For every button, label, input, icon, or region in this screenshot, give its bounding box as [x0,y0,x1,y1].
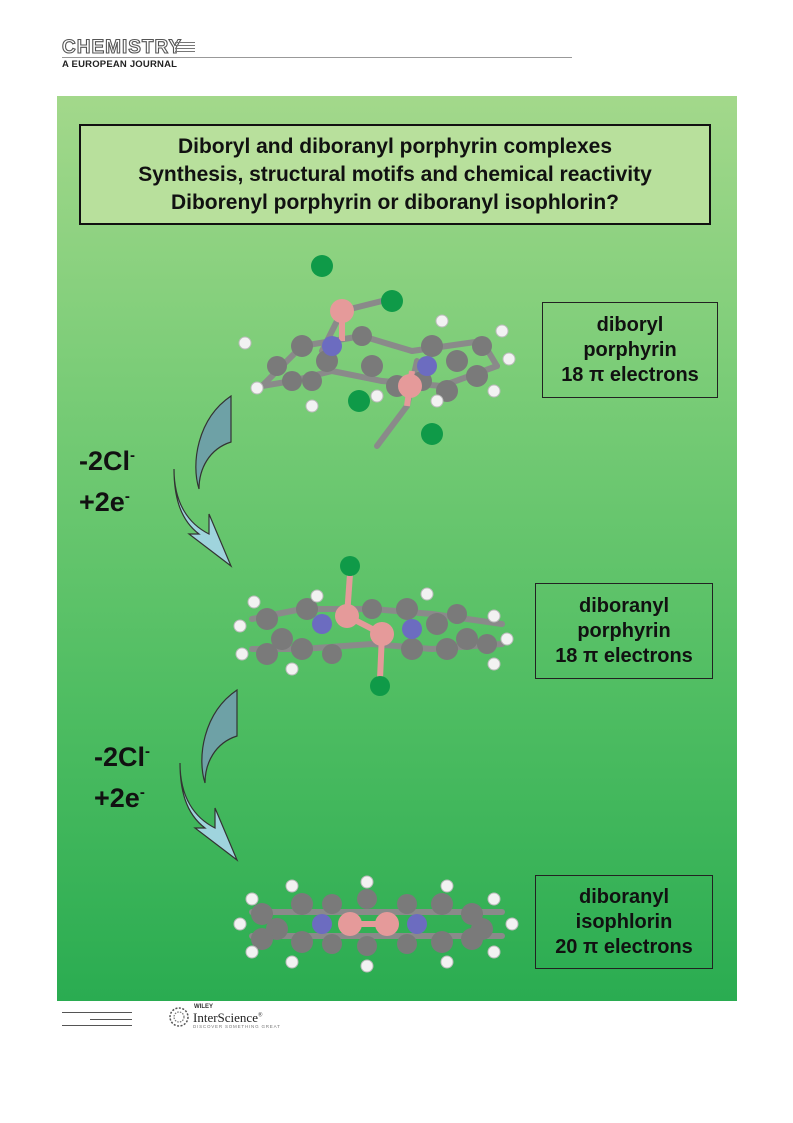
molecule-diboranyl-isophlorin [233,875,519,973]
logo-publisher-small: WILEY [194,1004,213,1010]
journal-title: CHEMISTRY [61,37,183,58]
figure-panel: Diboryl and diboranyl porphyrin complexe… [57,96,737,1001]
title-line-1: Diboryl and diboranyl porphyrin complexe… [177,134,613,158]
label-3-line-1: diboranyl [578,885,669,908]
journal-title-bars [175,42,195,54]
step-1-line-2: +2e- [79,487,130,517]
reaction-step-2: -2Cl- +2e- [94,734,150,816]
curved-arrow-2 [179,688,239,862]
step-2-line-2: +2e- [94,783,145,813]
footer-rule-2 [90,1019,132,1020]
title-line-2: Synthesis, structural motifs and chemica… [138,162,652,186]
label-1-line-1: diboryl [596,313,664,336]
molecule-diboranyl-porphyrin [233,556,514,696]
figure-title-box: Diboryl and diboranyl porphyrin complexe… [79,124,711,225]
step-1-line-1: -2Cl- [79,446,136,476]
title-line-3: Diborenyl porphyrin or diboranyl isophlo… [170,190,619,214]
label-1-line-3: 18 π electrons [561,363,699,386]
wiley-interscience-logo: WILEY InterScience® DISCOVER SOMETHING G… [168,1004,288,1030]
journal-header: CHEMISTRY A EUROPEAN JOURNAL [61,37,195,70]
label-2-line-1: diboranyl [578,594,669,617]
label-1-line-2: porphyrin [583,338,677,361]
label-diboranyl-isophlorin: diboranyl isophlorin 20 π electrons [535,875,713,969]
label-3-line-2: isophlorin [575,910,673,933]
journal-subtitle: A EUROPEAN JOURNAL [62,59,178,70]
logo-tagline: DISCOVER SOMETHING GREAT [193,1024,281,1029]
molecule-diboryl-porphyrin [238,255,516,449]
reaction-step-1: -2Cl- +2e- [79,438,135,520]
footer-rule-1 [62,1012,132,1013]
label-3-line-3: 20 π electrons [555,935,693,958]
logo-publisher-name: InterScience® [193,1010,263,1025]
header-rule [62,57,572,58]
label-diboranyl-porphyrin: diboranyl porphyrin 18 π electrons [535,583,713,679]
step-2-line-1: -2Cl- [94,742,151,772]
label-diboryl-porphyrin: diboryl porphyrin 18 π electrons [542,302,718,398]
label-2-line-3: 18 π electrons [555,644,693,667]
interscience-globe-icon [169,1007,189,1027]
footer-rule-3 [62,1025,132,1026]
curved-arrow-1 [173,394,233,568]
label-2-line-2: porphyrin [577,619,671,642]
